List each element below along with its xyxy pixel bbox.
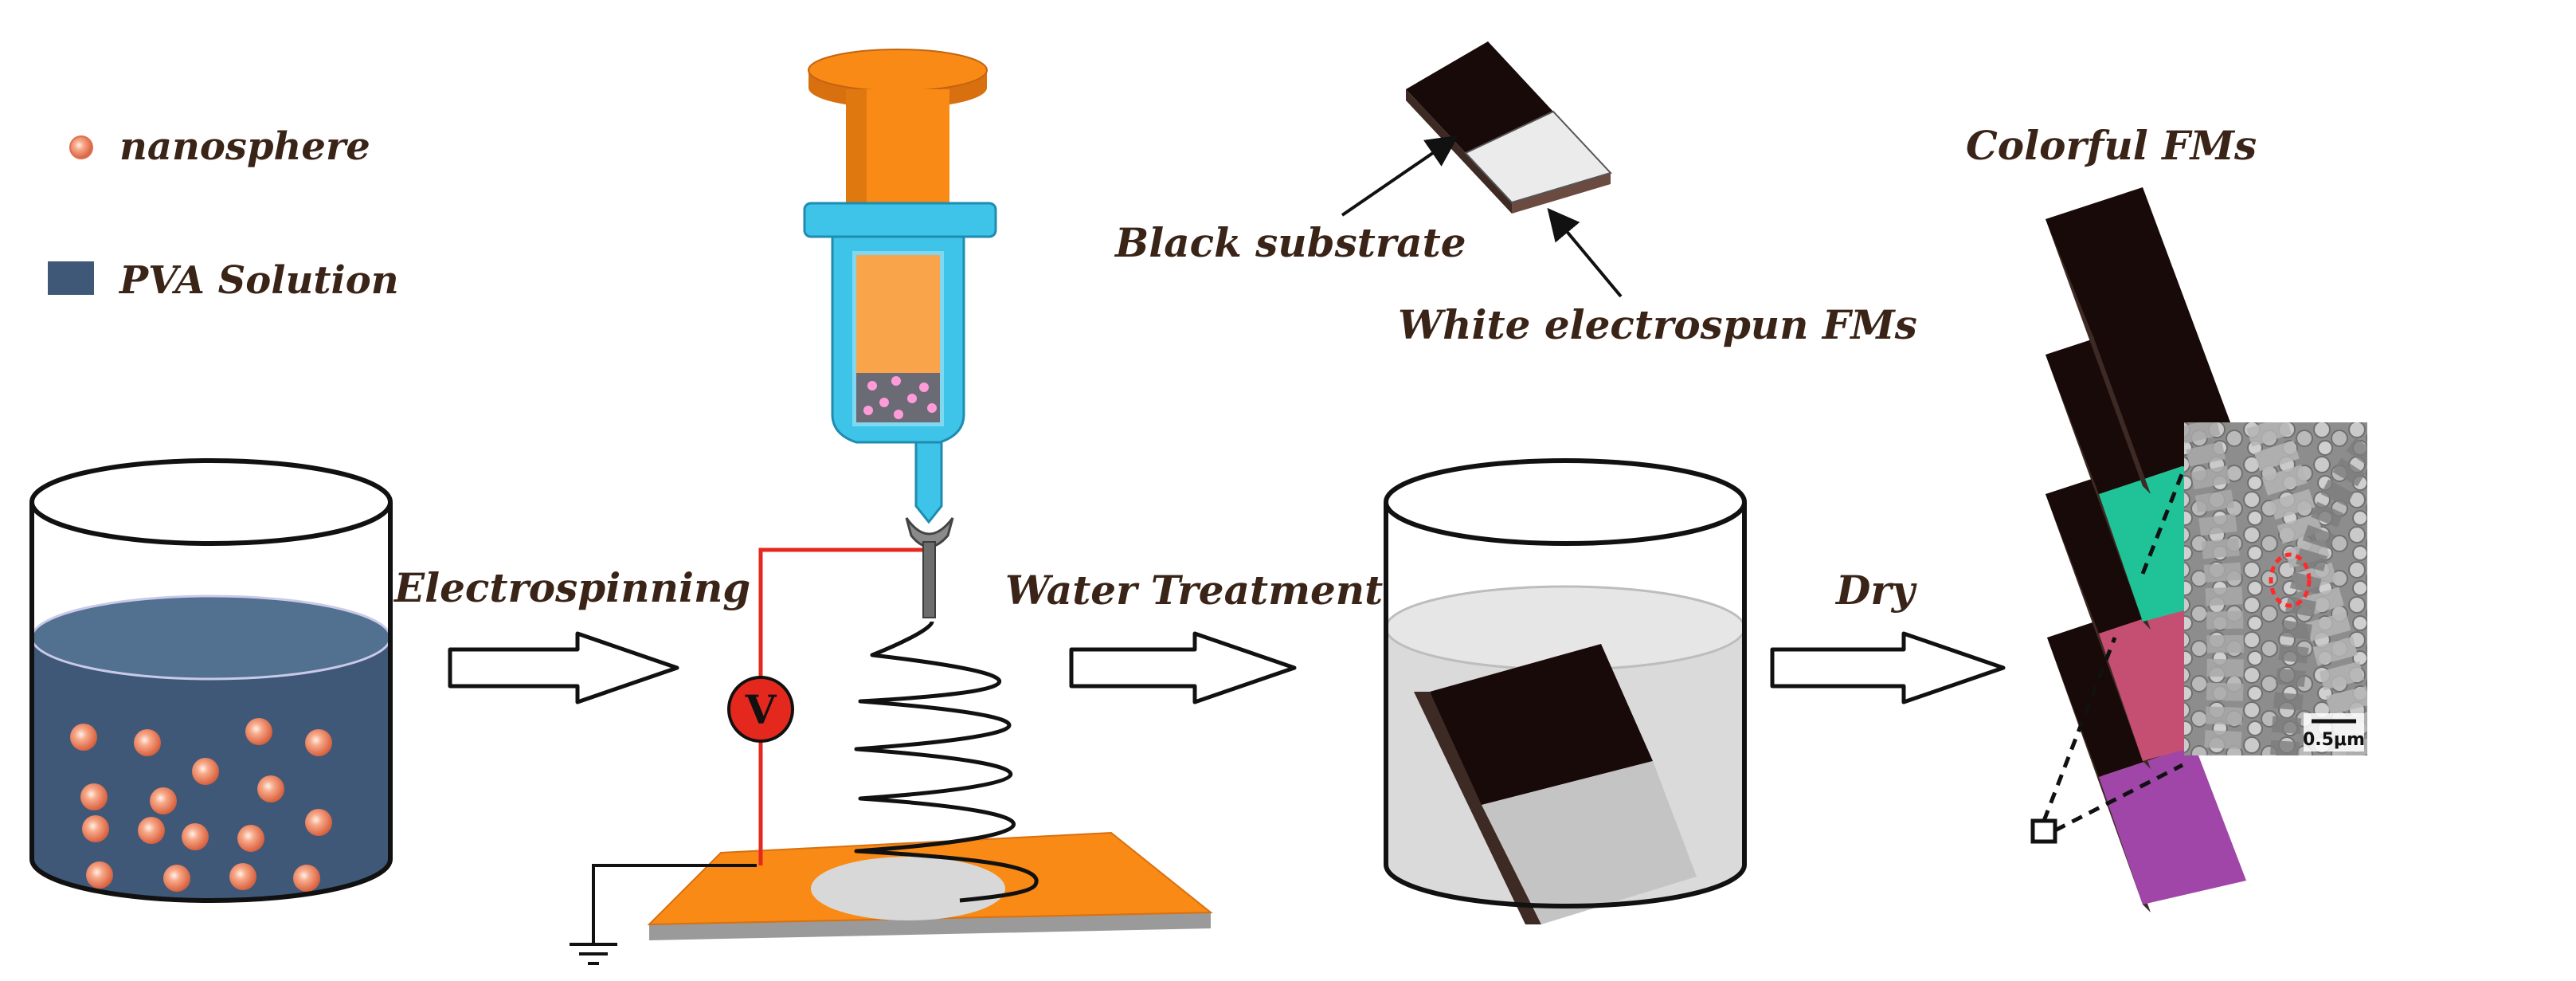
purple-fms (2099, 745, 2246, 904)
plunger-cap (808, 49, 988, 92)
collector-plate-edge (649, 912, 1211, 940)
nanosphere (86, 861, 113, 889)
beaker-rim (29, 458, 393, 546)
nanosphere (237, 825, 264, 852)
nanosphere (138, 817, 165, 844)
beaker-rim (1384, 458, 1747, 546)
nanosphere (305, 729, 332, 756)
voltmeter-symbol: V (745, 686, 777, 733)
water-treatment-step: Water Treatment (1005, 567, 1383, 704)
dry-label: Dry (1834, 567, 1917, 614)
nanosphere (163, 865, 190, 892)
nanosphere-legend-label: nanosphere (119, 124, 370, 169)
dry-step: Dry (1770, 567, 2006, 704)
syringe (803, 49, 997, 618)
zoom-guide-line (2140, 461, 2189, 575)
nanosphere-legend-icon (69, 135, 93, 159)
colorful-fms-result: Colorful FMs (1966, 122, 2367, 912)
black-substrate-pointer (1341, 135, 1459, 217)
colorful-fms-label: Colorful FMs (1966, 122, 2257, 169)
needle-hub (905, 517, 954, 548)
plunger-in-barrel (856, 255, 940, 373)
nanosphere (134, 729, 161, 756)
white-fms-sample (1464, 110, 1612, 204)
white-fms-label: White electrospun FMs (1398, 301, 1917, 348)
pva-legend-swatch (48, 261, 94, 295)
nanosphere-highlight-circle (2269, 552, 2312, 608)
pva-solution-beaker (29, 458, 393, 903)
electrospinning-step: Electrospinning (393, 564, 750, 704)
sem-fiber (2184, 422, 2244, 755)
ground-icon (570, 943, 617, 965)
sem-fiber (2246, 422, 2367, 755)
nanosphere (305, 809, 332, 836)
high-voltage-wire (758, 547, 926, 865)
water-treatment-label: Water Treatment (1005, 567, 1383, 614)
nanosphere (229, 863, 256, 890)
beaker-wall (29, 502, 393, 903)
electrospinning-label: Electrospinning (393, 564, 750, 611)
zoom-guide-line (2053, 763, 2184, 833)
nanosphere (293, 865, 320, 892)
substrate-left-side (1406, 89, 1512, 214)
ground-wire (592, 864, 757, 944)
electrospinning-setup: V (570, 49, 1213, 965)
nanosphere (82, 815, 109, 842)
white-fms-pointer (1547, 207, 1623, 298)
nanosphere (245, 718, 272, 745)
legend: nanosphere PVA Solution (48, 124, 399, 303)
water-treatment-beaker (1384, 458, 1747, 924)
process-arrow (1770, 631, 2006, 704)
sem-fiber (2270, 437, 2367, 755)
nanosphere (182, 823, 209, 850)
black-substrate-label: Black substrate (1114, 219, 1466, 266)
process-arrow (448, 631, 679, 704)
syringe-needle (922, 541, 936, 618)
top-fms-sample (2046, 187, 2230, 494)
voltmeter-icon (727, 676, 794, 743)
polymer-jet (854, 621, 1039, 903)
immersed-white-fms (1482, 761, 1697, 924)
zoom-region-marker (2030, 818, 2057, 844)
pva-solution-surface (30, 594, 392, 681)
syringe-nanospheres (863, 376, 937, 419)
black-substrate-sample (1406, 41, 1553, 153)
syringe-tip (914, 441, 943, 524)
immersed-black-substrate (1430, 644, 1653, 805)
nanosphere (150, 787, 177, 814)
fiber-deposit (811, 857, 1005, 920)
nanosphere-cluster (70, 718, 332, 892)
nanosphere (80, 783, 108, 810)
substrate-side (1512, 173, 1611, 214)
sample-edge (1414, 692, 1541, 924)
zoom-guide-line (2042, 637, 2117, 822)
pva-legend-label: PVA Solution (118, 258, 399, 303)
immersed-sample (1414, 644, 1697, 924)
beaker-wall (1384, 502, 1747, 908)
nanosphere (192, 758, 219, 785)
nanosphere (70, 724, 97, 751)
substrate-callout: Black substrate White electrospun FMs (1114, 41, 1917, 348)
sem-image-inset: 0.5μm (2184, 422, 2367, 755)
nanosphere (257, 775, 284, 802)
syringe-flange (803, 202, 997, 238)
process-arrow (1069, 631, 1297, 704)
sem-scale-label: 0.5μm (2303, 730, 2365, 750)
